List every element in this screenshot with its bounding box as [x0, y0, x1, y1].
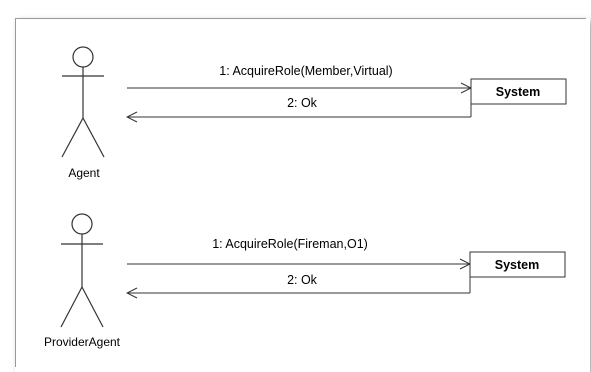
system-label: System	[496, 85, 540, 99]
message-label: 2: Ok	[287, 273, 318, 287]
message-1-request: 1: AcquireRole(Member,Virtual)	[127, 64, 471, 88]
actor-name: Agent	[68, 166, 100, 180]
stick-figure-icon	[60, 213, 104, 328]
message-2-response: 2: Ok	[127, 88, 472, 117]
message-label: 1: AcquireRole(Fireman,O1)	[212, 237, 368, 251]
actor-name: ProviderAgent	[44, 335, 121, 349]
message-label: 1: AcquireRole(Member,Virtual)	[219, 64, 392, 78]
diagram-1: Agent 1: AcquireRole(Member,Virtual) 2: …	[61, 46, 567, 180]
message-2-response: 2: Ok	[127, 264, 471, 293]
system-label: System	[495, 258, 539, 272]
message-label: 2: Ok	[287, 96, 318, 110]
actor-agent: Agent	[61, 46, 105, 180]
system-box: System	[469, 251, 566, 278]
actor-provider-agent: ProviderAgent	[44, 213, 121, 349]
message-1-request: 1: AcquireRole(Fireman,O1)	[127, 237, 470, 264]
diagram-panel	[15, 18, 586, 367]
diagram-2: ProviderAgent 1: AcquireRole(Fireman,O1)…	[44, 213, 566, 349]
system-box: System	[470, 78, 567, 105]
stick-figure-icon	[61, 46, 105, 158]
